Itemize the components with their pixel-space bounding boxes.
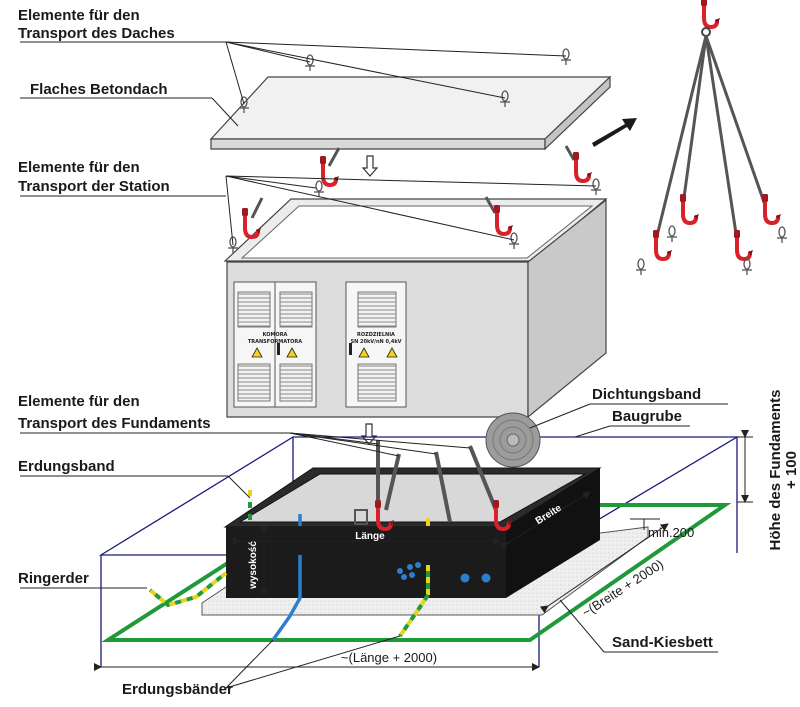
foundation-transport-label-2: Transport des Fundaments [18, 415, 211, 432]
down-arrow-icon [361, 155, 379, 177]
cable-openings [397, 562, 491, 583]
roof-transport-label-1: Elemente für den [18, 7, 140, 24]
warning-sign-icon [251, 347, 398, 358]
foundation-transport-label-1: Elemente für den [18, 393, 140, 410]
door-label-transformer-2: TRANSFORMATORA [248, 339, 302, 345]
station-body [223, 198, 608, 419]
station-lifting-hooks [227, 145, 602, 254]
lifting-sling [635, 0, 788, 276]
length-dimension-label: ~(Länge + 2000) [341, 650, 437, 665]
roof-transport-label-2: Transport des Daches [18, 25, 175, 42]
height-label: wysokość [248, 541, 259, 590]
sealing-tape-label: Dichtungsband [592, 386, 701, 403]
door-label-switchgear-2: SN 20kV/nN 0,4kV [350, 339, 401, 345]
excavation-label: Baugrube [612, 408, 682, 425]
length-label: Länge [355, 531, 385, 542]
flat-concrete-roof [209, 75, 612, 151]
earthing-strip-label: Erdungsband [18, 458, 115, 475]
door-label-transformer-1: KOMORA [263, 332, 288, 338]
arrow-icon [592, 118, 637, 147]
earthing-strips-label: Erdungsbänder [122, 681, 233, 698]
station-transport-label-2: Transport der Station [18, 178, 170, 195]
foundation-height-label-2: + 100 [783, 451, 800, 489]
door-label-switchgear-1: ROZDZIELNIA [357, 332, 395, 338]
earthing-strips [148, 490, 430, 638]
sealing-tape-roll [485, 412, 541, 468]
station-transport-label-1: Elemente für den [18, 159, 140, 176]
ring-earth-blue [271, 514, 302, 642]
sand-gravel-bed-label: Sand-Kiesbett [612, 634, 713, 651]
min-200-label: min.200 [648, 525, 694, 540]
down-arrow-icon [360, 423, 378, 445]
foundation-height-label-1: Höhe des Fundaments [767, 390, 784, 551]
leader-lines [20, 41, 728, 689]
dimension-lines [94, 430, 753, 671]
flat-roof-label: Flaches Betondach [30, 81, 168, 98]
ring-earth-label: Ringerder [18, 570, 89, 587]
foundation-lifting-hooks [354, 440, 514, 531]
